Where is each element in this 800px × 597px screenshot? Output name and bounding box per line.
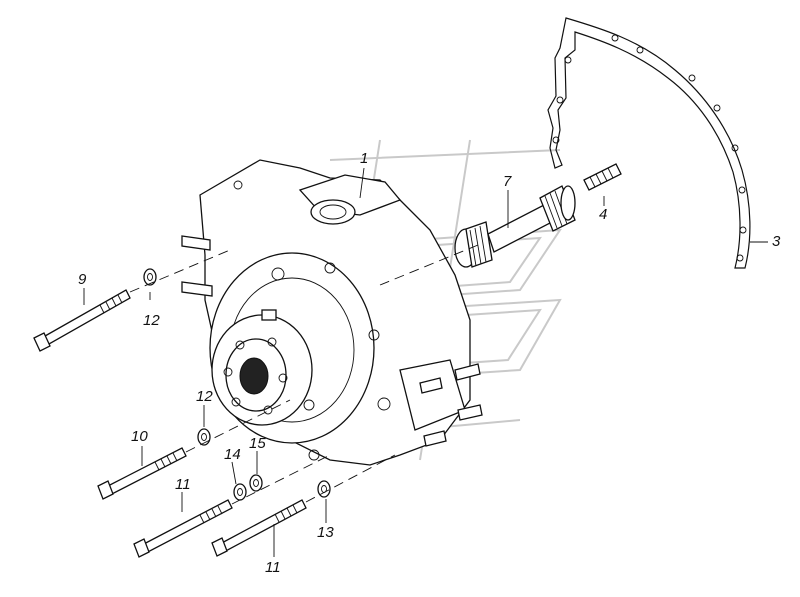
bolt-part-11-upper: [133, 499, 233, 558]
callout-12-upper: 12: [143, 312, 160, 329]
callout-15: 15: [249, 435, 266, 452]
callout-11-lower: 11: [265, 559, 281, 576]
callout-7: 7: [503, 173, 512, 190]
bolt-part-11-lower: [211, 499, 307, 557]
callout-9: 9: [78, 271, 87, 288]
callout-3: 3: [772, 233, 781, 250]
flywheel-housing-part-1: [181, 159, 483, 466]
callout-12-lower: 12: [196, 388, 213, 405]
gasket-part-3: [547, 17, 751, 269]
callout-10: 10: [131, 428, 148, 445]
washer-part-12-upper: [143, 268, 157, 286]
spring-pin-part-4: [583, 163, 622, 191]
callout-13: 13: [317, 524, 334, 541]
bolt-part-10: [97, 447, 187, 500]
callout-11-upper: 11: [175, 476, 191, 493]
washer-part-13: [317, 480, 331, 498]
washer-part-15: [249, 474, 263, 492]
washer-part-14: [233, 483, 247, 501]
bolt-part-9: [33, 289, 131, 352]
leader-lines: [83, 167, 768, 557]
callout-14: 14: [224, 446, 241, 463]
callout-1: 1: [360, 150, 369, 167]
splined-shaft-part-7: [454, 185, 576, 268]
assembly-guide-lines: [129, 244, 479, 505]
callout-4: 4: [599, 206, 608, 223]
